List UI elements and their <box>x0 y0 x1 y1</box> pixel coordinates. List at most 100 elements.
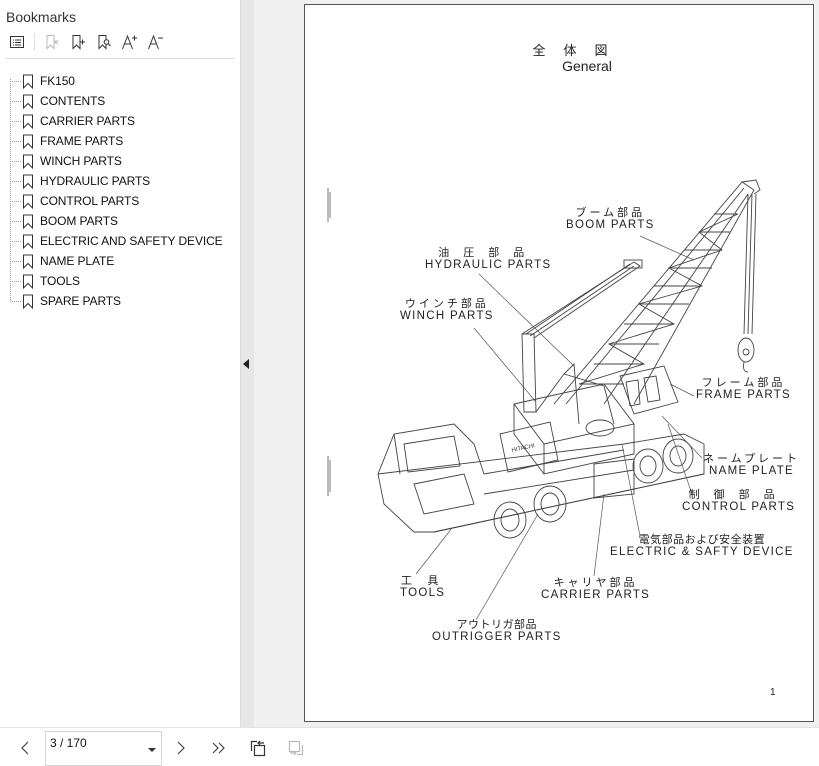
callout-en: WINCH PARTS <box>400 310 494 322</box>
bookmark-label: WINCH PARTS <box>40 154 122 168</box>
document-page: 全体図 General <box>304 4 814 722</box>
bookmark-label: CONTROL PARTS <box>40 194 140 208</box>
bookmark-label: CONTENTS <box>40 94 106 108</box>
bookmark-icon <box>22 134 34 149</box>
callout-en: BOOM PARTS <box>566 219 655 231</box>
callout-boom-parts: ブーム部品 BOOM PARTS <box>566 207 655 232</box>
double-chevron-right-icon <box>212 742 225 754</box>
bookmark-label: NAME PLATE <box>40 254 115 268</box>
page-title-japanese: 全体図 <box>532 44 626 59</box>
page-indicator: 3 / 170 <box>50 736 87 750</box>
bookmark-item[interactable]: CONTENTS <box>0 91 240 111</box>
bookmark-icon <box>22 194 34 209</box>
bookmark-item[interactable]: HYDRAULIC PARTS <box>0 171 240 191</box>
go-back-view-button[interactable] <box>247 737 269 759</box>
previous-view-icon <box>250 740 266 757</box>
increase-text-size-icon <box>122 34 137 50</box>
toolbar-separator <box>34 33 35 51</box>
bookmark-label: BOOM PARTS <box>40 214 118 228</box>
chevron-left-icon <box>21 741 29 755</box>
callout-en: CONTROL PARTS <box>682 501 796 513</box>
bookmark-item[interactable]: TOOLS <box>0 271 240 291</box>
bookmark-icon <box>22 154 34 169</box>
bookmark-item[interactable]: FK150 <box>0 71 240 91</box>
next-page-button[interactable] <box>170 737 192 759</box>
tree-connector <box>10 161 21 162</box>
collapse-panel-arrow-icon[interactable] <box>243 359 249 369</box>
expand-all-icon <box>10 36 24 48</box>
callout-hydraulic-parts: 油圧部品 HYDRAULIC PARTS <box>425 247 551 272</box>
bookmark-item[interactable]: CARRIER PARTS <box>0 111 240 131</box>
callout-winch-parts: ウインチ部品 WINCH PARTS <box>400 298 494 323</box>
tree-connector <box>10 81 21 82</box>
tree-connector-line <box>10 79 11 300</box>
callout-jp: 工 具 <box>400 574 445 587</box>
callout-carrier-parts: キャリヤ部品 CARRIER PARTS <box>541 577 650 602</box>
callout-en: NAME PLATE <box>709 465 794 477</box>
tree-connector <box>10 121 21 122</box>
callout-electric-safety-device: 電気部品および安全装置 ELECTRIC & SAFTY DEVICE <box>610 534 794 559</box>
tree-connector <box>10 241 21 242</box>
callout-outrigger-parts: アウトリガ部品 OUTRIGGER PARTS <box>432 619 562 644</box>
bookmark-item[interactable]: BOOM PARTS <box>0 211 240 231</box>
bookmark-label: FRAME PARTS <box>40 134 124 148</box>
dropdown-caret-icon <box>148 748 156 752</box>
delete-bookmark-button[interactable] <box>41 32 63 52</box>
callout-jp: ブーム部品 <box>575 206 646 219</box>
tree-connector <box>10 201 21 202</box>
bookmark-label: ELECTRIC AND SAFETY DEVICE <box>40 234 223 248</box>
callout-frame-parts: フレーム部品 FRAME PARTS <box>696 377 791 402</box>
tree-connector <box>10 261 21 262</box>
add-bookmark-icon <box>72 35 85 50</box>
callout-name-plate: ネームプレート NAME PLATE <box>703 453 800 478</box>
bookmark-label: TOOLS <box>40 274 80 288</box>
bookmark-label: HYDRAULIC PARTS <box>40 174 151 188</box>
tree-connector <box>10 181 21 182</box>
bookmarks-title: Bookmarks <box>6 9 77 25</box>
page-title-english: General <box>562 58 612 74</box>
decrease-text-size-icon <box>148 34 163 50</box>
callout-en: ELECTRIC & SAFTY DEVICE <box>610 546 794 558</box>
bookmark-icon <box>22 114 34 129</box>
previous-page-button[interactable] <box>14 737 36 759</box>
go-forward-view-button[interactable] <box>285 737 307 759</box>
bookmarks-toolbar <box>6 32 171 52</box>
page-number-select[interactable]: 3 / 170 <box>45 731 162 766</box>
tree-connector <box>10 141 21 142</box>
bookmark-icon <box>22 294 34 309</box>
bookmark-item[interactable]: CONTROL PARTS <box>0 191 240 211</box>
decrease-text-size-button[interactable] <box>145 32 167 52</box>
tree-connector <box>10 301 21 302</box>
callout-en: CARRIER PARTS <box>541 589 651 601</box>
expand-all-button[interactable] <box>6 32 28 52</box>
add-bookmark-button[interactable] <box>67 32 89 52</box>
last-page-button[interactable] <box>208 737 230 759</box>
bookmark-item[interactable]: NAME PLATE <box>0 251 240 271</box>
callout-en: OUTRIGGER PARTS <box>432 631 562 643</box>
toolbar-divider <box>6 58 234 59</box>
bookmark-label: SPARE PARTS <box>40 294 121 308</box>
bookmark-item[interactable]: ELECTRIC AND SAFETY DEVICE <box>0 231 240 251</box>
increase-text-size-button[interactable] <box>119 32 141 52</box>
callout-jp: 制御部品 <box>688 488 789 501</box>
bookmark-icon <box>22 234 34 249</box>
bookmark-icon <box>22 174 34 189</box>
callout-jp: キャリヤ部品 <box>553 576 638 589</box>
bookmark-item[interactable]: FRAME PARTS <box>0 131 240 151</box>
callout-jp: 油圧部品 <box>438 246 539 259</box>
bookmark-icon <box>22 74 34 89</box>
bookmark-icon <box>22 94 34 109</box>
bookmark-item[interactable]: SPARE PARTS <box>0 291 240 311</box>
callout-jp: 電気部品および安全装置 <box>638 533 766 546</box>
bookmark-icon <box>22 274 34 289</box>
callout-jp: アウトリガ部品 <box>456 618 538 631</box>
page-navigation-bar: 3 / 170 <box>0 727 819 766</box>
find-bookmark-button[interactable] <box>93 32 115 52</box>
bookmark-icon <box>22 214 34 229</box>
bookmark-item[interactable]: WINCH PARTS <box>0 151 240 171</box>
callout-jp: ウインチ部品 <box>404 297 489 310</box>
callout-en: HYDRAULIC PARTS <box>425 259 552 271</box>
printed-page-number: 1 <box>770 687 776 698</box>
next-view-icon <box>288 740 304 756</box>
